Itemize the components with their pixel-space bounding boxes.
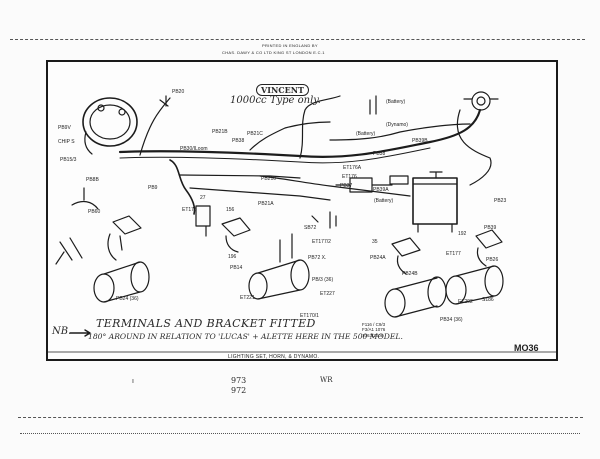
label-pb: PB/3 (36) [312, 277, 334, 283]
label-pb72: PB72 X. [308, 255, 327, 261]
cutout-right-icon [391, 237, 421, 275]
label-chip: CHIP S [58, 139, 75, 145]
label-pb23: PB23 [494, 198, 507, 204]
printer-line-1: PRINTED IN ENGLAND BY [262, 43, 318, 48]
headlamp-icon [82, 97, 138, 155]
note-line-2: 180° AROUND IN RELATION TO 'LUCAS' + ALE… [88, 332, 403, 341]
label-et176: ET176 [342, 174, 357, 180]
label-35: 35 [372, 239, 378, 245]
printer-line-2: CHAS. DAWY & CO LTD KING ST LONDON E.C.1 [222, 50, 325, 55]
junction-block-icon [335, 177, 393, 193]
note-arrow [69, 329, 91, 337]
label-battery-3: (Battery) [374, 198, 394, 204]
label-pb210: PB210 [261, 176, 277, 182]
vincent-title-plate: VINCENT [256, 84, 309, 96]
label-pb15: PB15/3 [60, 157, 77, 163]
label-et227: ET227 [320, 291, 335, 297]
model-numbers: F116 / C9/3 F3/A1 1076 1063/2008 [362, 322, 386, 338]
label-pb24a: PB24A [370, 255, 386, 261]
label-pb30: PB30/ILoom [180, 146, 208, 152]
cutout-mid-icon [221, 217, 251, 253]
label-27: 27 [200, 195, 206, 201]
label-et175: ET175 [182, 207, 197, 213]
handwritten-type-note: 1000cc Type only. [230, 95, 321, 106]
regulator-box-icon [412, 171, 458, 233]
label-pb34: PB34 (36) [440, 317, 463, 323]
dynamo-centre-icon [248, 233, 310, 300]
wiring-diagram-plate [46, 60, 558, 361]
main-loom-wire [118, 108, 482, 159]
label-pb39: PB39 [484, 225, 497, 231]
label-pb21c: PB21C [247, 131, 263, 137]
margin-initials: WR [320, 376, 333, 384]
label-pb8b: PB8B [86, 177, 99, 183]
label-pb39a: PB39A [373, 187, 389, 193]
label-sb72: SB72 [304, 225, 317, 231]
label-156: 156 [226, 207, 235, 213]
label-pb21a: PB21A [258, 201, 274, 207]
scan-edge-bottom [18, 417, 583, 418]
label-pb24b: PB24B [402, 271, 418, 277]
horn-switch-icon [463, 91, 499, 111]
scan-edge-top [10, 39, 585, 40]
label-pb14: PB14 [230, 265, 243, 271]
label-et202: ET202 [458, 299, 473, 305]
dynamo-right-icon [384, 276, 447, 318]
plate-code: MO36 [514, 343, 539, 353]
label-pb9v: PB9V [58, 125, 71, 131]
label-et170: ET170/1 [300, 313, 319, 319]
label-pb21b: PB21B [212, 129, 228, 135]
label-pb38b: PB38 [373, 151, 386, 157]
cutout-far-right-icon [475, 229, 503, 267]
label-196: 196 [228, 254, 237, 260]
label-battery-1: (Battery) [386, 99, 406, 105]
dynamo-left-icon [55, 237, 150, 303]
margin-number-2: 972 [231, 386, 247, 395]
label-pb20: PB20 [172, 89, 185, 95]
label-192: 192 [458, 231, 467, 237]
label-et221: ET221 [240, 295, 255, 301]
note-line-1: TERMINALS AND BRACKET FITTED [96, 317, 316, 330]
label-et177b: ET177 [446, 251, 461, 257]
dynamo-far-right-icon [445, 265, 504, 305]
label-pb26: PB26 [486, 257, 499, 263]
label-pb39b: PB39B [412, 138, 428, 144]
label-dynamo: (Dynamo) [386, 122, 408, 128]
label-pb37: PB37 [340, 183, 353, 189]
label-pb60: PB60 [88, 209, 101, 215]
label-s186: S186 [482, 297, 494, 303]
label-pb9: PB9 [148, 185, 158, 191]
scan-edge-bottom-2 [20, 433, 580, 434]
label-pb38: PB38 [232, 138, 245, 144]
cutout-left-icon [107, 215, 142, 261]
label-et177: ET177/2 [312, 239, 331, 245]
label-pb24: PB24 (36) [116, 296, 139, 302]
note-prefix: NB. [52, 326, 72, 337]
label-battery-2: (Battery) [356, 131, 376, 137]
margin-tick: ı [132, 378, 134, 385]
margin-number-1: 973 [231, 376, 247, 385]
diagram-caption: LIGHTING SET, HORN, & DYNAMO. [228, 354, 320, 360]
label-et176a: ET176A [343, 165, 362, 171]
